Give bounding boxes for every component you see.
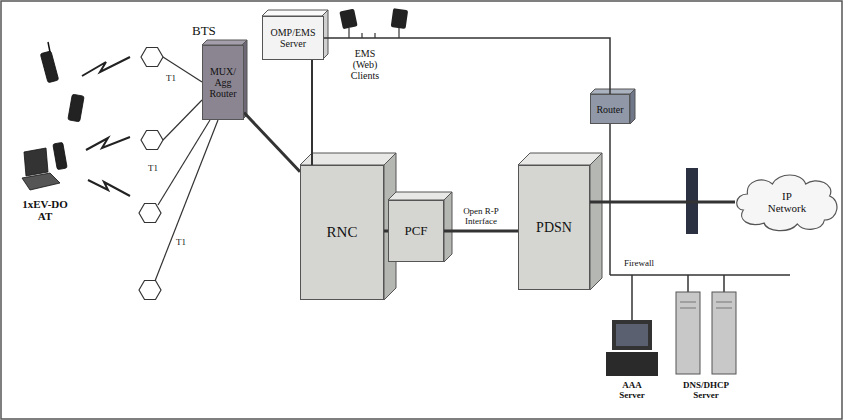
firewall-label: Firewall xyxy=(624,259,668,269)
tower-slot xyxy=(716,302,732,303)
node-text: IP Network xyxy=(762,190,812,214)
connector xyxy=(324,38,610,94)
client-label: EMS (Web) Clients xyxy=(344,48,386,81)
tower-slot xyxy=(680,308,696,309)
client-drop xyxy=(348,28,349,38)
box-side xyxy=(444,192,452,262)
client-drop xyxy=(398,28,399,38)
box-top xyxy=(518,153,602,165)
link-label: T1 xyxy=(166,74,182,84)
server-base xyxy=(606,352,658,376)
process-box: PCF xyxy=(388,200,444,262)
server-screen xyxy=(616,324,648,346)
radio-bolt xyxy=(86,137,130,150)
phone-icon xyxy=(53,142,67,169)
box-top xyxy=(388,192,452,200)
server-label: DNS/DHCP Server xyxy=(672,381,740,401)
connector xyxy=(311,60,313,165)
node-text: PCF xyxy=(404,224,427,238)
cloud-shape xyxy=(737,175,837,231)
link-label: T1 xyxy=(176,238,192,248)
lan-wire xyxy=(609,124,611,275)
node-text: Router xyxy=(596,104,623,115)
server-tower xyxy=(712,292,736,374)
bts-hexagon xyxy=(139,281,161,300)
lan-drop xyxy=(631,275,633,320)
lan-drop xyxy=(723,275,725,292)
node-text: OMP/EMS Server xyxy=(267,27,319,49)
client-icon xyxy=(339,9,357,30)
tower-slot xyxy=(680,302,696,303)
phone-icon xyxy=(68,94,84,122)
section-label: BTS xyxy=(192,24,232,38)
server-tower xyxy=(676,292,700,374)
device-label: 1xEV-DO AT xyxy=(14,198,76,222)
router-box: Router xyxy=(590,94,630,124)
t1-link xyxy=(158,120,210,205)
connector xyxy=(244,113,300,172)
bts-hexagon xyxy=(139,204,161,223)
client-icon xyxy=(391,8,408,29)
server-monitor xyxy=(612,320,652,350)
process-box: RNC xyxy=(300,165,384,300)
box-side xyxy=(590,153,602,290)
laptop-screen xyxy=(24,148,48,176)
router-box: MUX/ Agg Router xyxy=(202,45,244,120)
radio-bolt xyxy=(88,180,130,196)
t1-link xyxy=(163,100,202,140)
laptop-base xyxy=(22,173,60,190)
t1-link xyxy=(155,120,218,281)
lan-bus xyxy=(610,274,790,276)
node-text: MUX/ Agg Router xyxy=(207,66,239,99)
node-text: PDSN xyxy=(536,220,572,235)
node-text: RNC xyxy=(327,224,358,241)
connector xyxy=(444,230,518,233)
server-label: AAA Server xyxy=(612,381,652,401)
box-side xyxy=(630,89,635,124)
server-box: OMP/EMS Server xyxy=(262,16,324,60)
phone-icon xyxy=(40,51,58,83)
bts-hexagon xyxy=(141,131,163,150)
link-label: T1 xyxy=(148,164,164,174)
phone-antenna xyxy=(48,42,50,52)
box-top xyxy=(300,153,396,165)
lan-drop xyxy=(687,275,689,292)
bts-hexagon xyxy=(141,48,163,67)
connector xyxy=(590,201,735,204)
edge-label: Open R-P Interface xyxy=(453,207,509,227)
network-cloud: IP Network xyxy=(735,170,839,234)
tower-slot xyxy=(716,308,732,309)
process-box: PDSN xyxy=(518,165,590,290)
radio-bolt xyxy=(82,57,130,76)
